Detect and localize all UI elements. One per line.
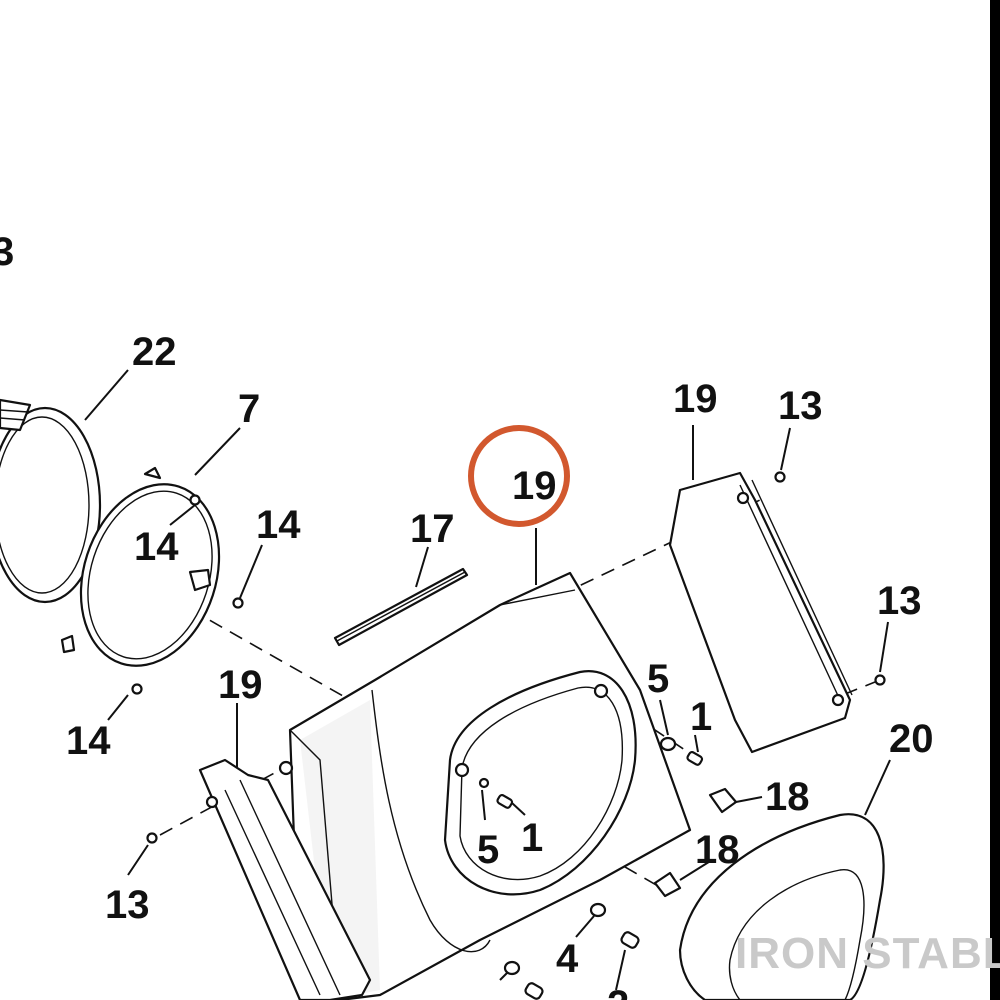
callout-19-right-panel: 19: [673, 377, 718, 421]
callout-leaders: [84, 369, 891, 991]
screw-14-hardware: [131, 494, 244, 695]
callout-17: 17: [410, 507, 455, 551]
trim-ring-part: [60, 466, 221, 667]
clip-18-hardware: [653, 787, 738, 898]
lower-hardware: [503, 902, 640, 1000]
callout-13-right: 13: [877, 579, 922, 623]
callout-2: 2: [607, 983, 629, 1000]
callout-20: 20: [889, 717, 934, 761]
callout-14-right: 14: [256, 503, 301, 547]
callout-18-upper: 18: [765, 775, 810, 819]
watermark-text: IRON STABLE: [735, 929, 1000, 978]
callout-7: 7: [238, 387, 260, 431]
callout-5-inner: 5: [477, 828, 499, 872]
highlight-circle: [468, 425, 570, 527]
callout-19-highlighted: 19: [512, 464, 557, 508]
callout-1-right: 1: [690, 695, 712, 739]
callout-13-left: 13: [105, 883, 150, 927]
callout-5-right: 5: [647, 657, 669, 701]
left-side-panel-part: [146, 758, 372, 1000]
callout-3: 3: [0, 230, 14, 274]
callout-4: 4: [556, 937, 579, 981]
right-side-panel-part: [668, 471, 886, 754]
right-frame-edge: [990, 0, 1000, 1000]
callout-22: 22: [132, 330, 177, 374]
callout-14-lower: 14: [66, 719, 111, 763]
callout-labels: 3 22 7 14 14 14 17 19 19 13 13 19 13 5 1…: [0, 230, 934, 1000]
seal-strip-part: [333, 567, 469, 647]
washer-screw-hardware: [496, 736, 704, 809]
callout-19-left-panel: 19: [218, 663, 263, 707]
callout-18-lower: 18: [695, 828, 740, 872]
callout-1-inner: 1: [521, 816, 543, 860]
callout-14-upper: 14: [134, 525, 179, 569]
callout-13-top: 13: [778, 384, 823, 428]
headlamp-part: [0, 398, 102, 604]
